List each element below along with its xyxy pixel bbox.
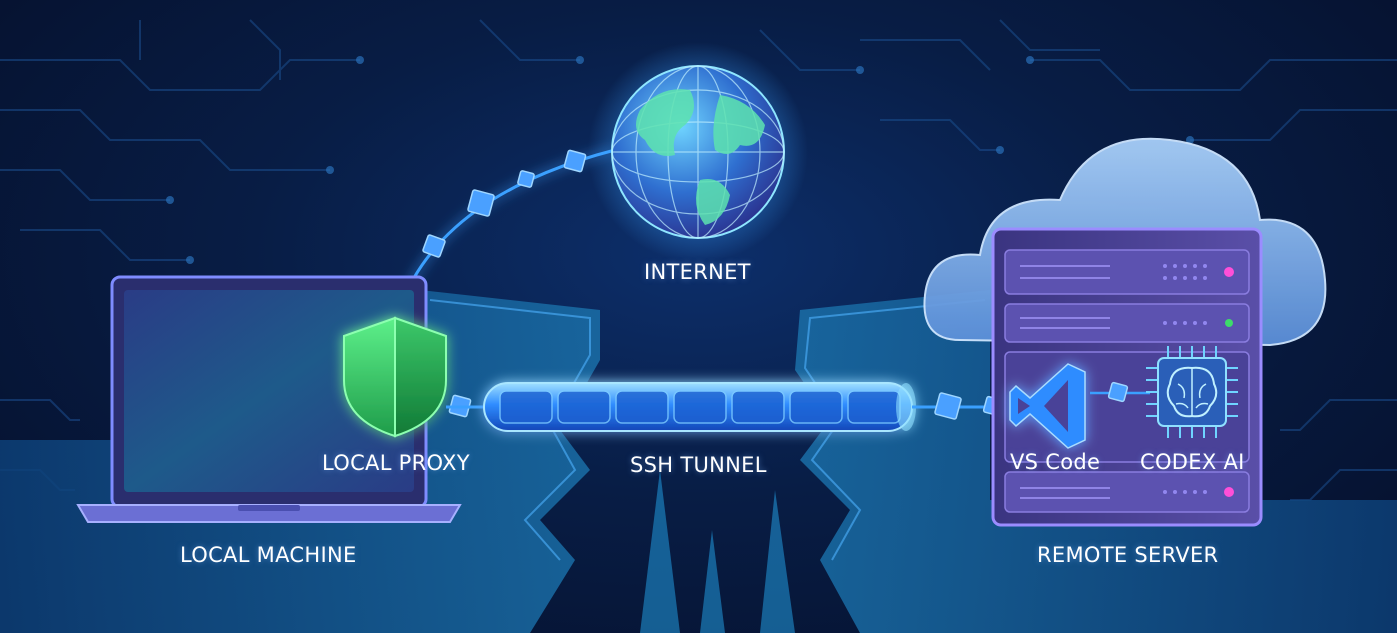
internet-connection-arc bbox=[408, 148, 616, 286]
internet-label: INTERNET bbox=[644, 260, 751, 284]
vs-code-label: VS Code bbox=[1010, 450, 1101, 474]
codex-ai-label: CODEX AI bbox=[1140, 450, 1245, 474]
local-machine-label: LOCAL MACHINE bbox=[180, 543, 357, 567]
ssh-tunnel-tube bbox=[483, 382, 916, 432]
chasm-crystals bbox=[640, 470, 795, 633]
shield-icon bbox=[343, 316, 447, 438]
remote-server-label: REMOTE SERVER bbox=[1037, 543, 1219, 567]
server-vent-dots bbox=[1163, 264, 1207, 494]
status-light-pink-top bbox=[1224, 267, 1234, 277]
local-proxy-label: LOCAL PROXY bbox=[322, 451, 470, 475]
vscode-icon bbox=[1009, 363, 1086, 449]
ssh-tunnel-label: SSH TUNNEL bbox=[630, 453, 767, 477]
status-light-green bbox=[1225, 319, 1233, 327]
data-cube-server bbox=[1107, 381, 1129, 403]
circuit-nodes bbox=[166, 56, 1194, 264]
data-cubes-arc bbox=[422, 149, 587, 258]
brain-chip-icon bbox=[1146, 346, 1238, 438]
globe-icon bbox=[588, 42, 808, 262]
data-cube-right-1 bbox=[934, 392, 962, 420]
status-light-pink-bottom bbox=[1224, 487, 1234, 497]
